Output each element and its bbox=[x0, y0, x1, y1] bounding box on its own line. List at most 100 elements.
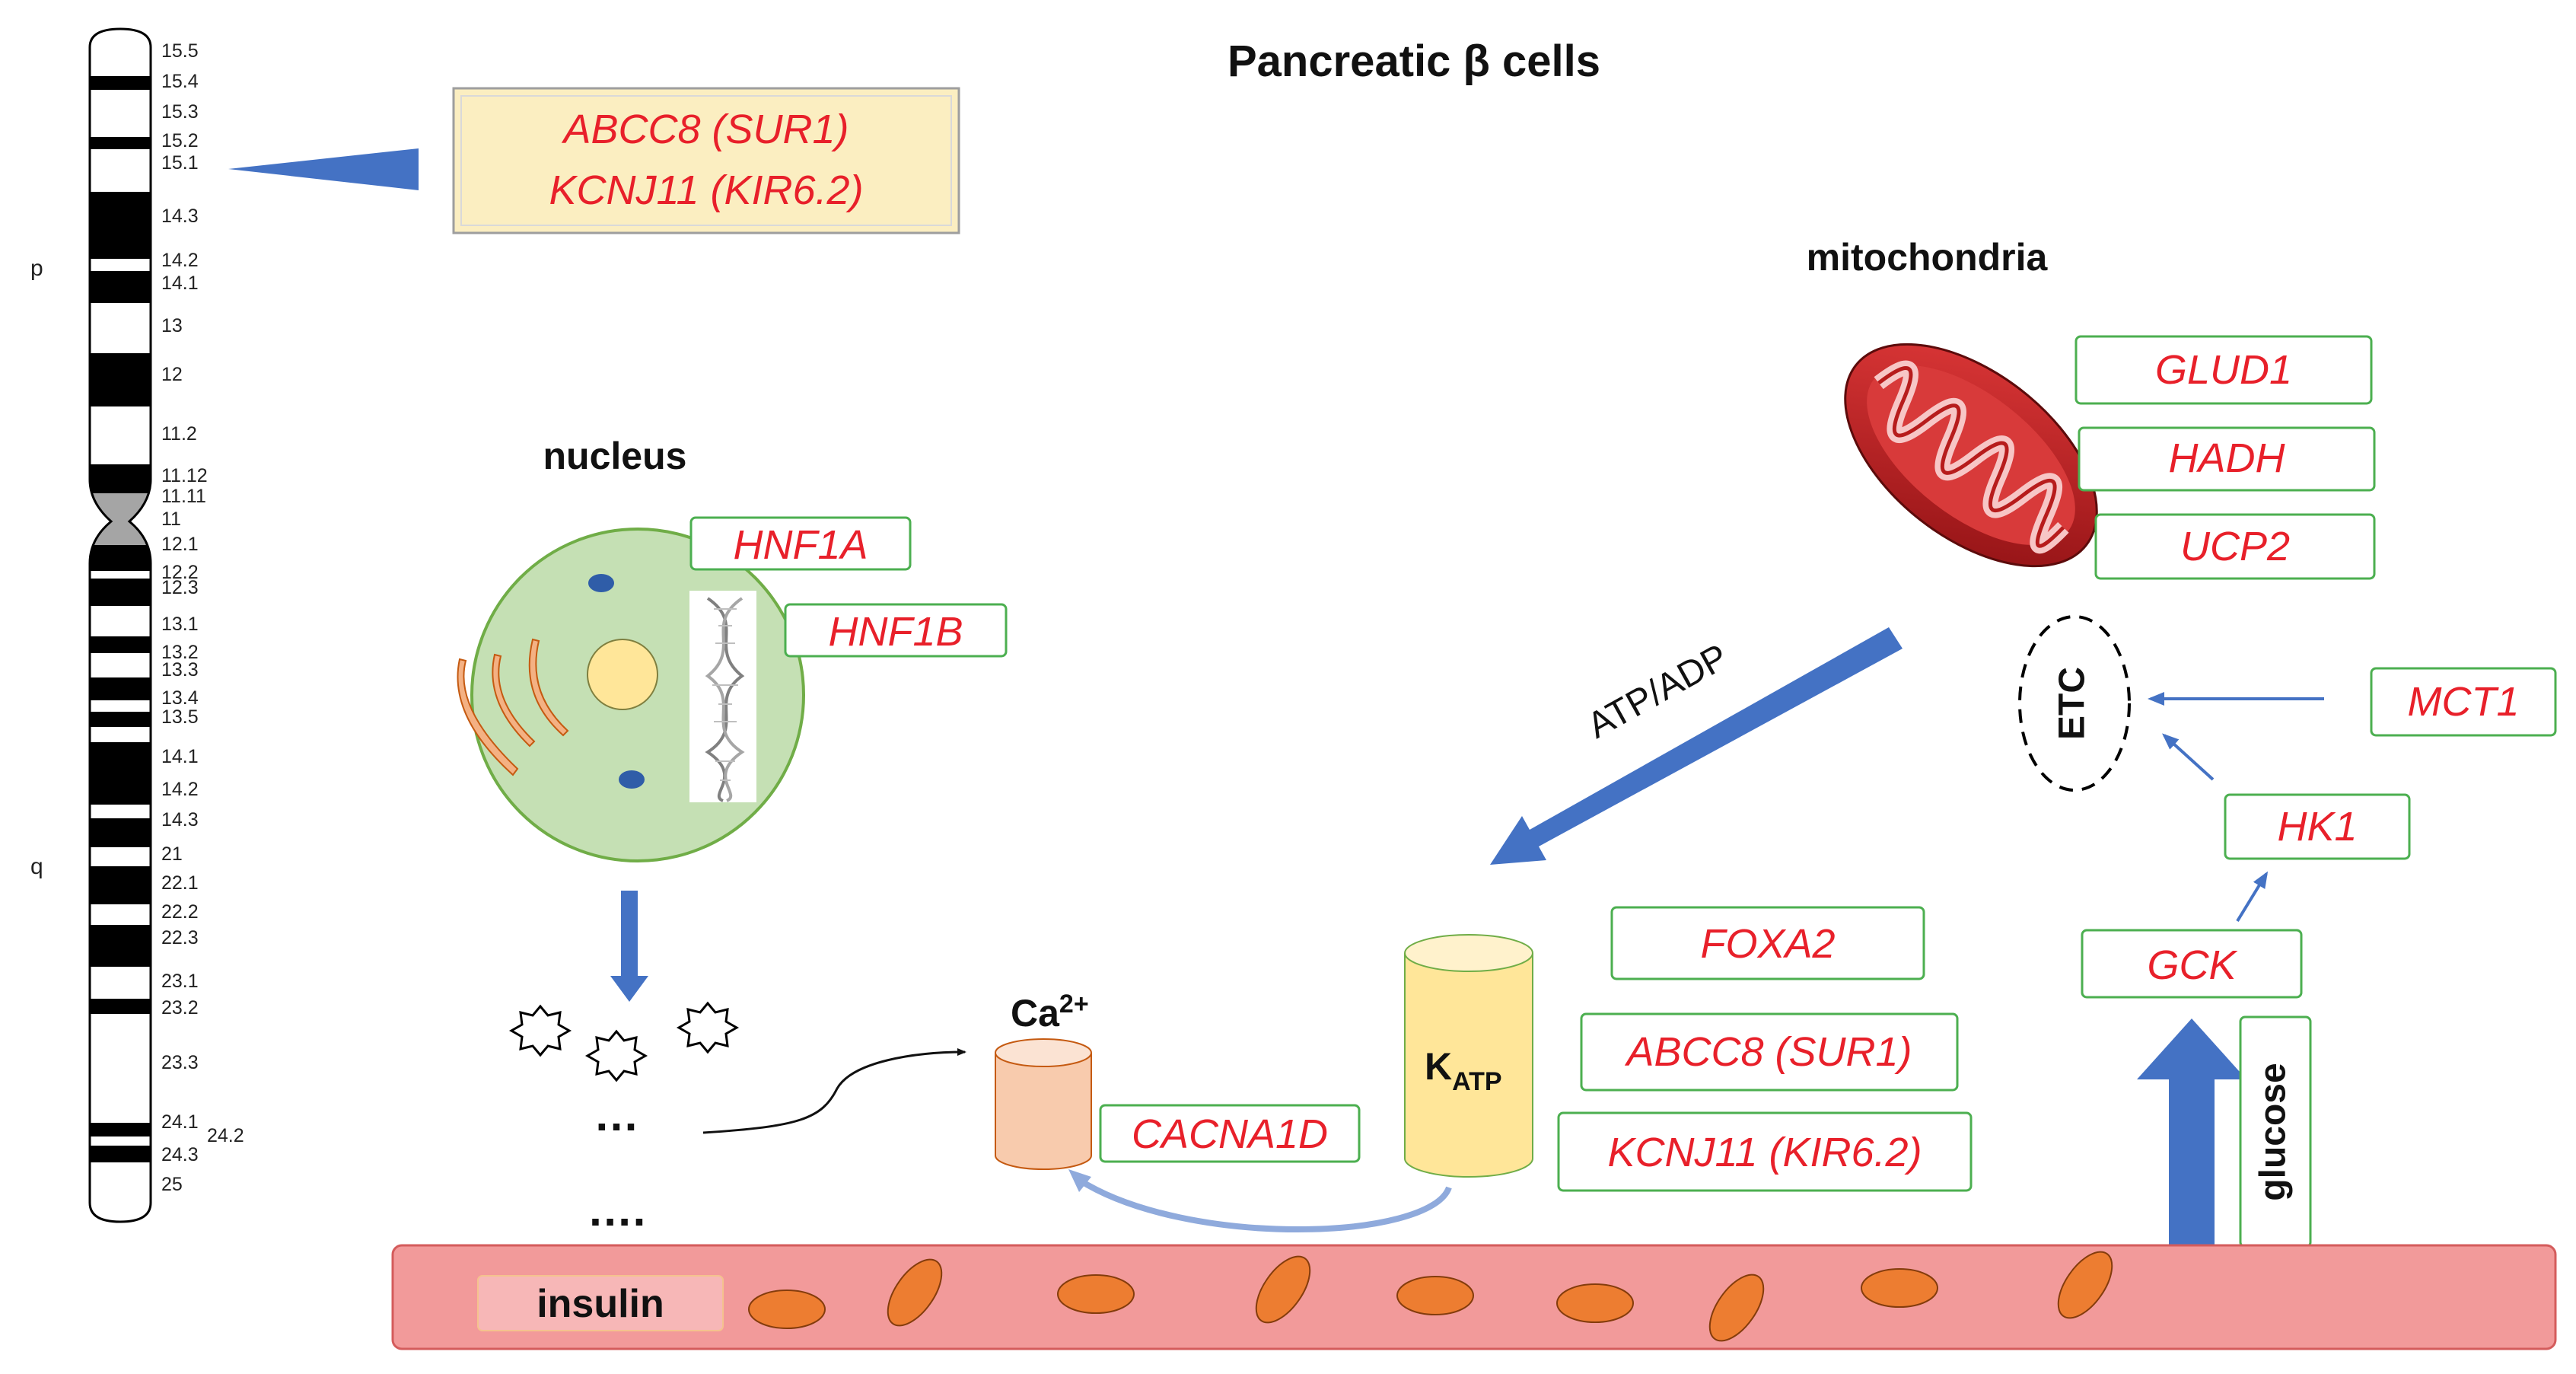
band-label: 23.1 bbox=[161, 971, 199, 992]
band-label: 15.1 bbox=[161, 152, 199, 174]
gene-ucp2: UCP2 bbox=[2180, 524, 2290, 569]
er-icon bbox=[492, 653, 536, 748]
band-label: 13.5 bbox=[161, 706, 199, 728]
band-label: 13.3 bbox=[161, 659, 199, 681]
gene-foxa2: FOXA2 bbox=[1700, 921, 1835, 967]
band-label: 11.2 bbox=[161, 423, 197, 445]
etc-ellipse bbox=[2018, 615, 2131, 792]
band-labels: 15.515.415.315.215.114.314.214.1131211.2… bbox=[161, 40, 244, 1195]
gene-abcc8: ABCC8 (SUR1) bbox=[1624, 1029, 1912, 1075]
signal-arrow bbox=[702, 1048, 966, 1134]
gene-box-cacna1d bbox=[1099, 1104, 1361, 1163]
gene-box-glud1 bbox=[2074, 335, 2373, 405]
gene-box-abcc8 bbox=[1580, 1012, 1959, 1092]
gene-hadh: HADH bbox=[2168, 435, 2285, 481]
gene-kcnj11: KCNJ11 (KIR6.2) bbox=[1607, 1130, 1922, 1175]
ellipsis-short: … bbox=[594, 1089, 639, 1140]
band-label: 14.2 bbox=[161, 250, 199, 271]
insulin-label: insulin bbox=[537, 1282, 664, 1326]
band-label: 15.3 bbox=[161, 101, 199, 123]
band-label: 21 bbox=[161, 843, 183, 865]
chromosome-ideogram: p q 15.515.415.315.215.114.314.214.11312… bbox=[30, 27, 244, 1223]
insulin-granule bbox=[748, 1290, 826, 1329]
insulin-granules bbox=[748, 1251, 2113, 1342]
band-label: 14.3 bbox=[161, 206, 199, 227]
gene-box-ucp2 bbox=[2094, 513, 2376, 580]
mitochondria-icon bbox=[1844, 343, 2098, 568]
katp-label: KATP bbox=[1425, 1045, 1502, 1096]
star-icon bbox=[508, 1004, 572, 1057]
band-label: 23.2 bbox=[161, 997, 199, 1019]
insulin-granule bbox=[2057, 1251, 2113, 1319]
band-label: 14.2 bbox=[161, 779, 199, 800]
gene-cacna1d: CACNA1D bbox=[1132, 1111, 1328, 1157]
band-label: 14.1 bbox=[161, 273, 199, 294]
band-label: 24.2 bbox=[207, 1125, 244, 1146]
mitochondria-label: mitochondria bbox=[1807, 236, 2049, 279]
band-label: 25 bbox=[161, 1174, 183, 1195]
insulin-box bbox=[477, 1275, 724, 1331]
band-label: 13 bbox=[161, 315, 183, 336]
chromosome-bands bbox=[90, 29, 151, 1222]
band-label: 13.4 bbox=[161, 687, 199, 709]
gene-box-hnf1b bbox=[784, 603, 1008, 658]
gene-hnf1a: HNF1A bbox=[733, 522, 868, 568]
katp-channel: KATP FOXA2 ABCC8 (SUR1) KCNJ11 (KIR6.2) bbox=[1404, 906, 1973, 1192]
insulin-granule bbox=[887, 1258, 943, 1327]
insulin-granule bbox=[1396, 1276, 1474, 1315]
insulin-granule bbox=[1556, 1283, 1634, 1323]
band-label: 15.4 bbox=[161, 71, 199, 92]
band-label: 11 bbox=[161, 508, 181, 530]
gene-callout-box bbox=[452, 87, 960, 234]
gck-arrow bbox=[2236, 871, 2269, 923]
arm-q-label: q bbox=[30, 854, 43, 879]
chromosome-outline bbox=[88, 27, 152, 1223]
star-icon bbox=[584, 1029, 648, 1082]
dna-helix-icon bbox=[689, 591, 756, 802]
cell-membrane: insulin bbox=[391, 1244, 2557, 1350]
gene-box-hk1 bbox=[2224, 793, 2411, 860]
callout-line-2: KCNJ11 (KIR6.2) bbox=[549, 167, 863, 213]
etc-group: ETC bbox=[2018, 615, 2131, 792]
gene-box-kcnj11 bbox=[1557, 1111, 1973, 1192]
band-label: 15.2 bbox=[161, 130, 199, 151]
gene-box-mct1 bbox=[2370, 667, 2557, 737]
ellipsis-long: …. bbox=[587, 1184, 646, 1235]
hk1-arrow bbox=[2162, 733, 2215, 781]
page-title: Pancreatic β cells bbox=[1228, 37, 1600, 86]
arrow-head bbox=[1068, 1169, 1091, 1192]
left-arrow bbox=[228, 148, 419, 190]
band-label: 13.2 bbox=[161, 642, 199, 663]
band-label: 14.3 bbox=[161, 809, 199, 830]
callout-line-1: ABCC8 (SUR1) bbox=[561, 107, 849, 152]
insulin-granule bbox=[1255, 1255, 1311, 1324]
calcium-label: Ca2+ bbox=[1011, 990, 1089, 1034]
band-label: 15.5 bbox=[161, 40, 199, 62]
band-label: 22.1 bbox=[161, 872, 199, 894]
nucleolus-icon bbox=[587, 639, 658, 710]
gene-hk1: HK1 bbox=[2277, 804, 2357, 850]
band-label: 13.1 bbox=[161, 614, 199, 635]
gene-gck: GCK bbox=[2147, 942, 2237, 988]
glucose-up-arrow bbox=[2137, 1019, 2246, 1248]
band-label: 11.12 bbox=[161, 465, 208, 486]
band-label: 24.3 bbox=[161, 1144, 199, 1165]
star-icon bbox=[676, 1001, 740, 1054]
chromosome-gene-callout: ABCC8 (SUR1) KCNJ11 (KIR6.2) bbox=[228, 87, 960, 234]
transcription-factors bbox=[508, 1001, 740, 1082]
band-label: 22.3 bbox=[161, 927, 199, 948]
mitochondria-group: mitochondria GLUD1 HADH UCP2 bbox=[1807, 236, 2376, 580]
etc-label: ETC bbox=[2052, 667, 2093, 740]
down-arrow bbox=[610, 891, 648, 1002]
er-icon bbox=[528, 638, 569, 737]
katp-cylinder bbox=[1404, 953, 1533, 1178]
gene-glud1: GLUD1 bbox=[2155, 347, 2292, 393]
gene-box-hnf1a bbox=[689, 516, 912, 571]
vesicle-icon bbox=[619, 770, 645, 789]
band-label: 23.3 bbox=[161, 1052, 199, 1073]
band-label: 24.1 bbox=[161, 1111, 199, 1133]
gene-box-foxa2 bbox=[1610, 906, 1925, 980]
insulin-granule bbox=[1861, 1268, 1938, 1308]
